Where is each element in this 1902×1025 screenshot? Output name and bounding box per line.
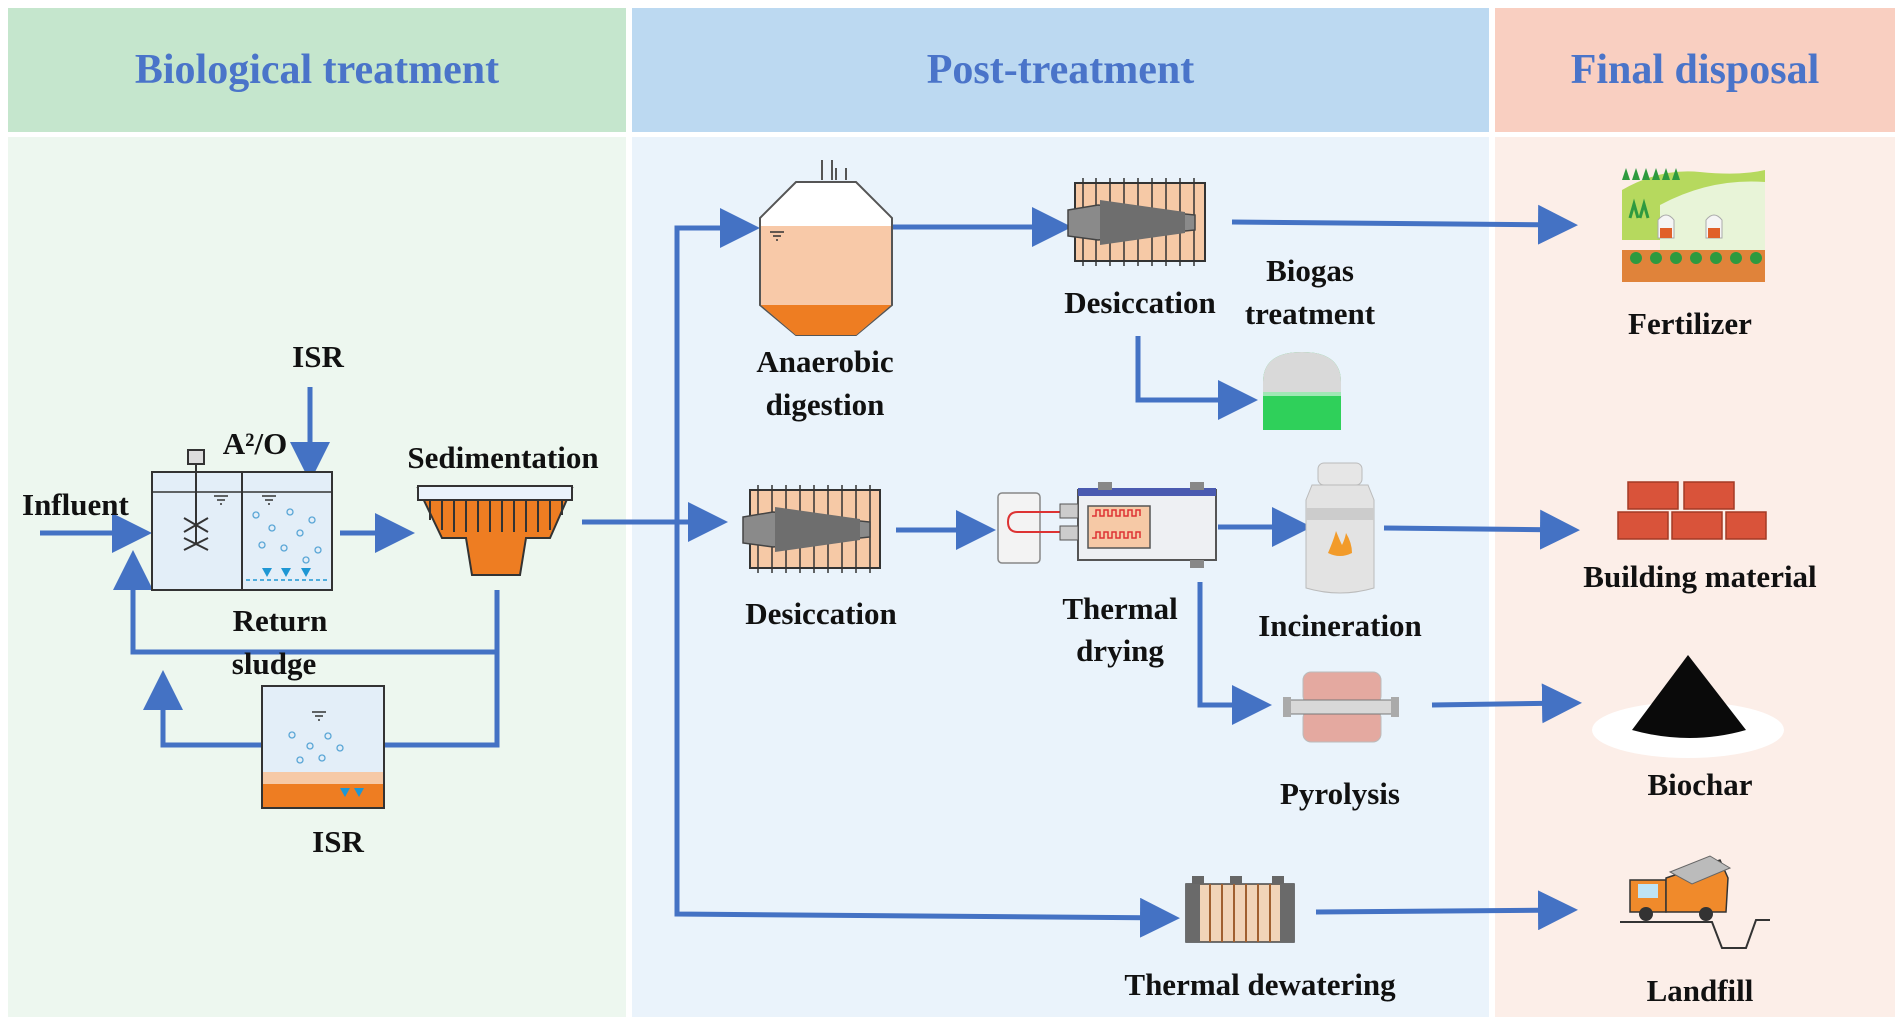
flow-arrows (40, 204, 1582, 938)
label-isr-top: ISR (292, 339, 344, 374)
bio-header-bg (8, 8, 626, 132)
filter-press-icon (1185, 876, 1295, 943)
label-biogas-2: treatment (1244, 296, 1376, 331)
screw-press-icon (1067, 178, 1206, 266)
post-trunk-top (674, 208, 760, 522)
biogas-tank-icon (1263, 352, 1341, 430)
pyrolysis-to-biochar-arrow (1431, 683, 1582, 724)
label-desiccation-top: Desiccation (1064, 285, 1216, 320)
label-anaerobic-2: digestion (765, 387, 885, 422)
label-anaerobic-1: Anaerobic (756, 344, 894, 379)
heat-exchanger-icon (997, 492, 1060, 564)
final-header-bg (1495, 8, 1895, 132)
return-sludge-line (113, 550, 500, 655)
incinerator-icon (1305, 462, 1375, 594)
post-trunk-bottom (674, 522, 1180, 938)
a2o-tank-icon (151, 449, 333, 591)
label-landfill: Landfill (1646, 973, 1754, 1008)
char-pile-icon (1592, 655, 1784, 758)
isr-tank-icon (261, 685, 385, 809)
biogas-line (1135, 336, 1258, 420)
brick-wall-icon (1617, 481, 1767, 540)
drying-to-pyrolysis-line (1197, 582, 1272, 725)
label-fertilizer: Fertilizer (1628, 306, 1752, 341)
incineration-to-brick-arrow (1383, 509, 1580, 550)
digester-icon (759, 160, 893, 336)
clarifier-icon (416, 485, 574, 576)
label-return-sludge-2: sludge (231, 646, 317, 681)
label-biochar: Biochar (1647, 767, 1753, 802)
dump-truck-icon (1620, 855, 1770, 949)
aeration-bubbles-icon (252, 508, 322, 564)
label-a2o: A²/O (222, 426, 288, 461)
label-thermal-drying-1: Thermal (1062, 591, 1178, 626)
section-title-final: Final disposal (1570, 47, 1820, 93)
section-title-post: Post-treatment (926, 47, 1195, 93)
label-sedimentation: Sedimentation (407, 440, 599, 475)
label-influent: Influent (22, 487, 129, 522)
farm-field-icon (1622, 168, 1765, 282)
label-return-sludge-1: Return (232, 603, 328, 638)
post-header-bg (632, 8, 1489, 132)
label-building-material: Building material (1583, 559, 1817, 594)
screw-press-mid-icon (742, 485, 881, 573)
label-desiccation-mid: Desiccation (745, 596, 897, 631)
mixer-icon (183, 517, 209, 551)
dewatering-to-landfill-arrow (1315, 890, 1578, 931)
dryer-icon (1059, 482, 1217, 568)
label-incineration: Incineration (1258, 608, 1422, 643)
label-isr-bottom: ISR (312, 824, 364, 859)
section-title-biological: Biological treatment (134, 47, 500, 93)
label-pyrolysis: Pyrolysis (1280, 776, 1400, 811)
label-biogas-1: Biogas (1266, 253, 1354, 288)
press-to-fertilizer-arrow (1231, 204, 1578, 245)
pyrolysis-reactor-icon (1283, 671, 1399, 743)
label-thermal-dewatering: Thermal dewatering (1124, 967, 1396, 1002)
label-thermal-drying-2: drying (1076, 633, 1164, 668)
